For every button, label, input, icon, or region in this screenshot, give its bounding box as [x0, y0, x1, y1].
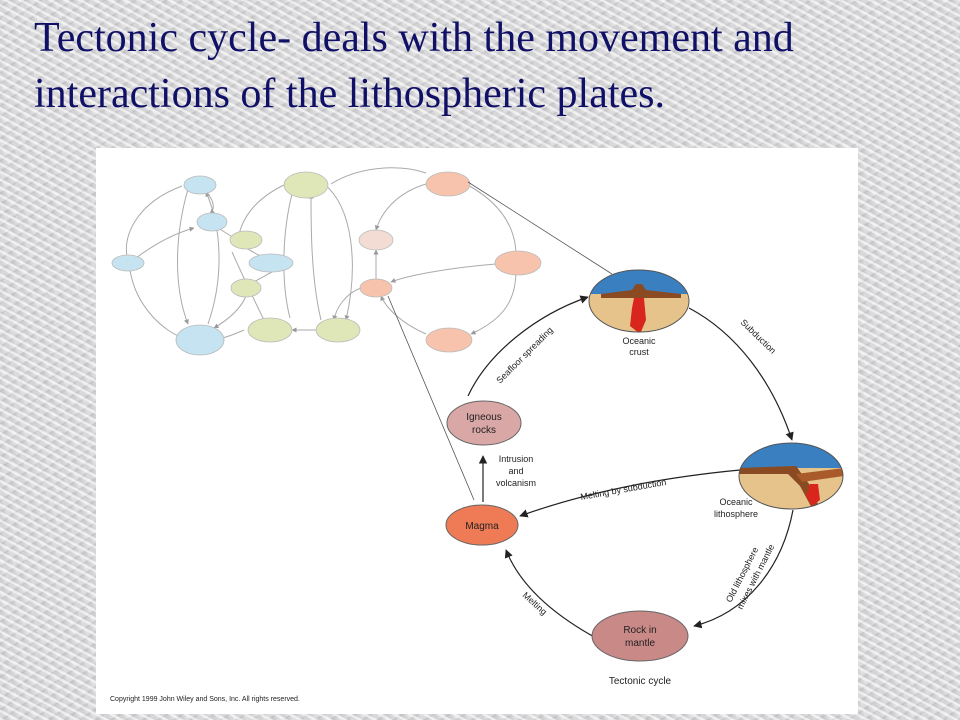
oceanic-crust-label-line2: crust: [629, 347, 649, 357]
oceanic-lithosphere-illustration: [738, 442, 844, 510]
tectonic-cycle-diagram: Igneous rocks Magma Rock in mantle Ocean…: [110, 167, 844, 703]
magma-label: Magma: [465, 521, 499, 532]
oceanic-lithosphere-label-line2: lithosphere: [714, 509, 758, 519]
igneous-rocks-label-line1: Igneous: [466, 412, 502, 423]
zoom-connector-bottom: [387, 295, 475, 501]
copyright-notice: Copyright 1999 John Wiley and Sons, Inc.…: [110, 696, 300, 703]
oceanic-crust-label-line1: Oceanic: [622, 336, 656, 346]
oceanic-crust-illustration: [588, 269, 690, 333]
melting-label: Melting: [521, 590, 549, 617]
melting-by-subduction-label: Melting by subduction: [580, 477, 667, 502]
old-lithosphere-arrow: [693, 509, 794, 629]
intrusion-label-line2: and: [508, 466, 523, 476]
seafloor-spreading-label: Seafloor spreading: [494, 325, 555, 386]
seafloor-spreading-arrow: [467, 295, 589, 397]
zoom-connector-top: [467, 181, 613, 275]
node-magma: Magma: [445, 504, 519, 546]
melting-arrow: [504, 549, 597, 639]
slide-title: Tectonic cycle- deals with the movement …: [34, 15, 794, 117]
node-rock-in-mantle: Rock in mantle: [591, 610, 689, 662]
melting-by-subduction-arrow: [519, 469, 741, 518]
igneous-rocks-label-line2: rocks: [472, 425, 496, 436]
diagram-caption: Tectonic cycle: [609, 676, 672, 687]
overview-nodes: [111, 171, 542, 356]
subduction-label: Subduction: [739, 317, 778, 355]
subduction-arrow: [688, 307, 794, 441]
cycle-arrows: [467, 295, 794, 639]
oceanic-lithosphere-label-line1: Oceanic: [719, 497, 753, 507]
intrusion-label-line3: volcanism: [496, 478, 536, 488]
intrusion-label-line1: Intrusion: [499, 454, 534, 464]
rock-in-mantle-label-line1: Rock in: [623, 625, 656, 636]
node-igneous-rocks: Igneous rocks: [446, 400, 522, 446]
diagram-panel: Igneous rocks Magma Rock in mantle Ocean…: [96, 148, 858, 714]
rock-in-mantle-label-line2: mantle: [625, 638, 655, 649]
